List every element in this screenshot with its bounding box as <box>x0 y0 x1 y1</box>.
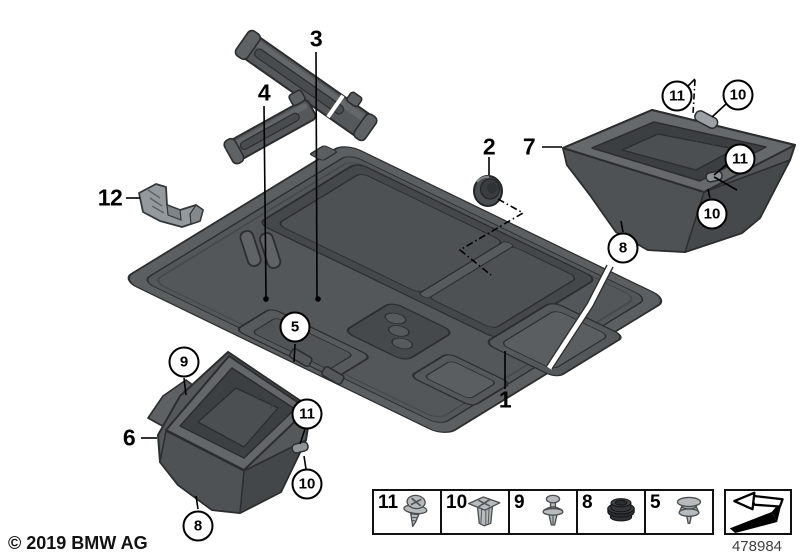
callout-11-bin[interactable]: 11 <box>291 398 323 430</box>
trim-rail-long-part[interactable] <box>233 23 383 143</box>
legend-cell-11[interactable]: 11 <box>372 489 442 535</box>
page-turn-arrow-icon <box>729 491 784 533</box>
callout-8-bin[interactable]: 8 <box>182 510 214 542</box>
panel-split-seam <box>545 264 614 370</box>
legend-cell-9[interactable]: 9 <box>508 489 578 535</box>
callout-10-right[interactable]: 10 <box>696 198 728 230</box>
legend-number: 11 <box>378 492 399 513</box>
blind-plug-icon <box>607 498 635 522</box>
screw-icon <box>403 494 428 528</box>
legend-cell-5[interactable]: 5 <box>644 489 714 535</box>
callout-2[interactable]: 2 <box>482 133 496 160</box>
expansion-nut-icon <box>467 496 501 527</box>
callout-6[interactable]: 6 <box>122 424 136 451</box>
callout-8-tray[interactable]: 8 <box>607 232 639 264</box>
legend-number: 10 <box>446 492 468 513</box>
callout-12[interactable]: 12 <box>97 184 123 211</box>
legend-number: 9 <box>514 492 525 513</box>
callout-4[interactable]: 4 <box>257 79 271 106</box>
callout-11-top[interactable]: 11 <box>661 80 693 112</box>
storage-tray-part[interactable] <box>562 109 796 253</box>
callout-3[interactable]: 3 <box>309 25 323 52</box>
storage-bin-part[interactable] <box>147 351 312 514</box>
legend-cell-8[interactable]: 8 <box>576 489 646 535</box>
page-turn-arrow-box[interactable] <box>724 489 792 535</box>
diagram-number: 478984 <box>731 538 783 555</box>
callout-11-right[interactable]: 11 <box>724 143 756 175</box>
callout-10-bin[interactable]: 10 <box>291 468 323 500</box>
leader-lines <box>126 51 738 510</box>
callout-10-top[interactable]: 10 <box>722 79 754 111</box>
panel-edge-bumps <box>289 347 345 386</box>
callout-7[interactable]: 7 <box>522 133 536 160</box>
callout-9[interactable]: 9 <box>168 346 200 378</box>
copyright-text: © 2019 BMW AG <box>8 533 148 553</box>
trim-rail-short-part[interactable] <box>218 89 318 166</box>
expanding-rivet-icon <box>542 494 564 526</box>
legend-cell-10[interactable]: 10 <box>440 489 510 535</box>
grommet-part[interactable] <box>473 175 503 207</box>
clip-icon <box>676 496 702 524</box>
callout-5[interactable]: 5 <box>279 311 311 343</box>
callout-1[interactable]: 1 <box>498 386 512 413</box>
bracket-part[interactable] <box>138 183 204 228</box>
legend-number: 8 <box>582 492 593 513</box>
legend-number: 5 <box>650 492 661 513</box>
fastener-legend-table: 11 10 <box>372 489 714 535</box>
trunk-floor-panel-part[interactable] <box>112 138 677 440</box>
